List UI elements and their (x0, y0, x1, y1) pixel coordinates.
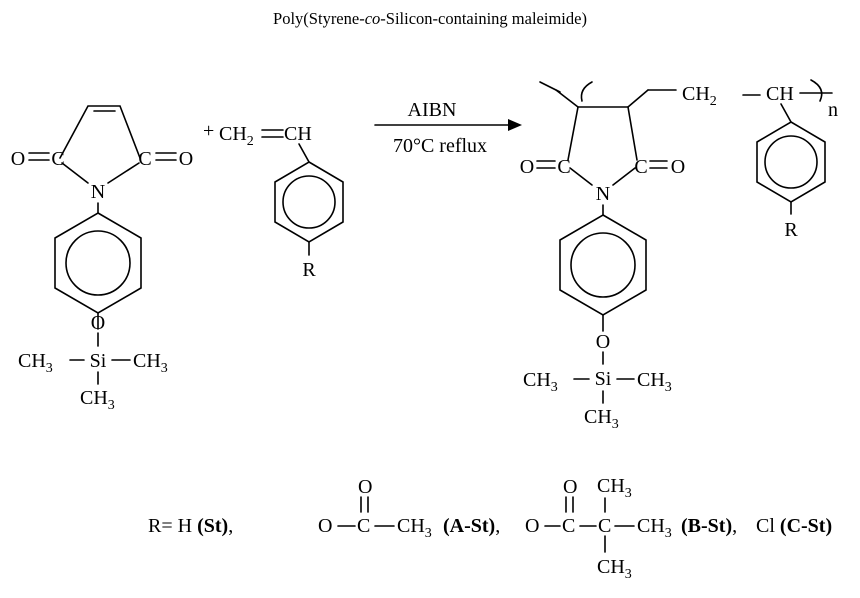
r-group-b-quaternary-c: C (598, 515, 611, 537)
r-group-a-code: (A-St), (443, 515, 500, 537)
reagent-label: AIBN (408, 99, 457, 121)
reactant-maleimide: O C C O N O Si CH3 CH3 CH3 (11, 105, 193, 413)
r-group-a-c: C (357, 515, 370, 537)
prod-styrene-aromatic-circle (764, 135, 818, 189)
atom-si: Si (90, 350, 107, 372)
prod-ch: CH (766, 83, 794, 105)
ring-c-n-right (612, 167, 636, 186)
backbone-bond-3 (627, 89, 649, 108)
prod-methyl-right: CH3 (637, 369, 672, 395)
prod-styrene-r-group: R (784, 219, 798, 241)
prod-atom-o-right: O (671, 156, 685, 178)
ring-c-up-left (567, 106, 579, 161)
vinyl-ch: CH (284, 123, 312, 145)
backbone-bond-1 (555, 89, 579, 108)
styrene-aromatic-circle (282, 175, 336, 229)
prod-atom-c-right: C (634, 156, 647, 178)
atom-o-right: O (179, 148, 193, 170)
atom-c-left: C (51, 148, 64, 170)
maleimide-ring-bonds (59, 105, 141, 159)
phenylene-aromatic-circle (65, 230, 131, 296)
r-group-b-methyl-top: CH3 (597, 475, 632, 501)
maleimide-c-n-bond-right (107, 162, 140, 184)
prod-atom-o-ether: O (596, 331, 610, 353)
r-group-b-methyl-right: CH3 (637, 515, 672, 541)
atom-o-left: O (11, 148, 25, 170)
ring-c-up-right (627, 106, 638, 161)
methyl-bottom: CH3 (80, 387, 115, 413)
vinyl-ch2: CH2 (219, 123, 254, 149)
vinyl-aryl-bond (298, 143, 310, 163)
r-group-a-o: O (318, 515, 332, 537)
ch-aryl-bond (780, 103, 792, 123)
prod-phenylene-ring (559, 214, 647, 316)
prod-methyl-left: CH3 (523, 369, 558, 395)
maleimide-c-n-bond-left (61, 162, 89, 184)
prod-atom-o-left: O (520, 156, 534, 178)
r-group-c: Cl (C-St) (756, 515, 832, 537)
styrene-r-group: R (302, 259, 316, 281)
r-group-b-o: O (525, 515, 539, 537)
prod-phenylene-aromatic-circle (570, 232, 636, 298)
condition-label: 70°C reflux (393, 135, 487, 157)
paren-left (580, 81, 593, 102)
ring-c-n-left (569, 167, 593, 186)
methyl-right: CH3 (133, 350, 168, 376)
atom-o-ether: O (91, 312, 105, 334)
product-copolymer: O C C O N CH2 CH n R O Si CH3 CH3 CH3 (520, 79, 838, 432)
r-group-definitions: R= H (St), O C O CH3 (A-St), O C O C CH3… (148, 475, 832, 582)
scheme-title: Poly(Styrene-co-Silicon-containing malei… (273, 9, 587, 28)
plus-sign: + (203, 120, 214, 142)
r-group-a-carbonyl-o: O (358, 476, 372, 498)
prod-atom-n: N (596, 183, 610, 205)
reactant-styrene: CH2 CH R (219, 123, 344, 281)
reaction-arrow: AIBN 70°C reflux (374, 99, 522, 157)
prod-methyl-bottom: CH3 (584, 406, 619, 432)
r-group-b-methyl-bottom: CH3 (597, 556, 632, 582)
r-group-b-c: C (562, 515, 575, 537)
prod-atom-c-left: C (557, 156, 570, 178)
r-groups-h: R= H (St), (148, 515, 233, 537)
r-group-b-carbonyl-o: O (563, 476, 577, 498)
paren-right (810, 79, 823, 102)
r-group-a-methyl: CH3 (397, 515, 432, 541)
r-group-b-code: (B-St), (681, 515, 737, 537)
phenylene-ring (54, 212, 142, 314)
styrene-ring (274, 161, 344, 243)
atom-n: N (91, 181, 105, 203)
prod-styrene-ring (756, 121, 826, 203)
prod-ch2: CH2 (682, 83, 717, 109)
repeat-subscript-n: n (828, 99, 838, 121)
prod-atom-si: Si (595, 368, 612, 390)
methyl-left: CH3 (18, 350, 53, 376)
arrow-head (508, 119, 522, 131)
atom-c-right: C (138, 148, 151, 170)
